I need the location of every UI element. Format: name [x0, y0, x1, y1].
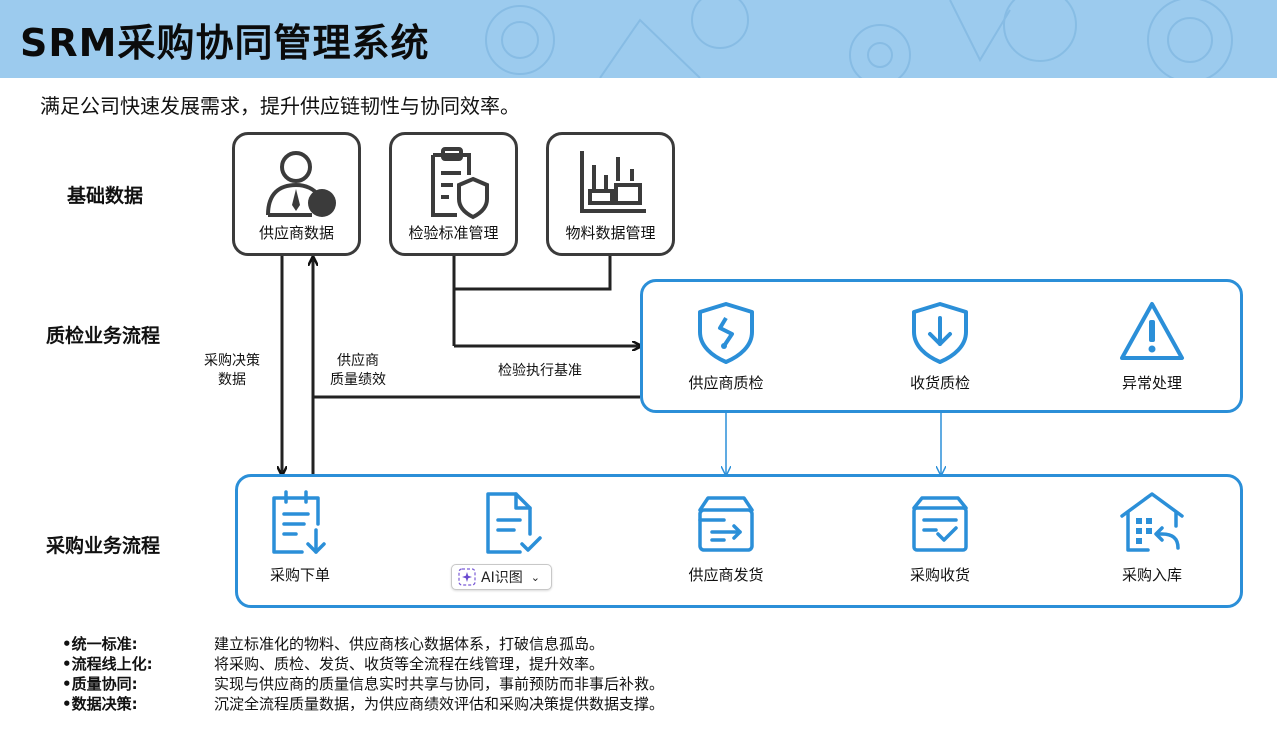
node-label: 收货质检: [909, 374, 970, 392]
shield-down-icon: [912, 302, 968, 364]
page-title: SRM采购协同管理系统: [20, 21, 430, 65]
clipboard-shield-icon: [431, 147, 489, 220]
node-purchase-receiving[interactable]: 采购收货: [880, 490, 1000, 585]
row-label-purchase: 采购业务流程: [46, 535, 161, 557]
node-receiving-qc[interactable]: 收货质检: [880, 300, 1000, 393]
note-text: 建立标准化的物料、供应商核心数据体系，打破信息孤岛。: [214, 635, 605, 653]
node-exception-handling[interactable]: 异常处理: [1092, 300, 1212, 393]
card-inspection-standard[interactable]: 检验标准管理: [389, 132, 518, 256]
row-label-qc: 质检业务流程: [46, 325, 161, 347]
document-check-icon: [486, 492, 542, 554]
user-icon: [266, 151, 336, 217]
flow-label-performance: 供应商 质量绩效: [322, 352, 394, 390]
flow-label-decision: 采购决策 数据: [196, 352, 268, 390]
sparkle-icon: [458, 568, 476, 586]
note-item: •流程线上化: 将采购、质检、发货、收货等全流程在线管理，提升效率。: [62, 654, 664, 674]
flow-label-decision-line2: 数据: [218, 372, 246, 388]
card-label: 检验标准管理: [408, 224, 499, 242]
node-label: 采购入库: [1121, 566, 1182, 584]
notes-list: •统一标准: 建立标准化的物料、供应商核心数据体系，打破信息孤岛。 •流程线上化…: [62, 634, 664, 714]
chevron-down-icon: ⌄: [530, 570, 540, 584]
card-material-data[interactable]: 物料数据管理: [546, 132, 675, 256]
ai-button-label: AI识图: [481, 570, 523, 586]
note-item: •质量协同: 实现与供应商的质量信息实时共享与协同，事前预防而非事后补救。: [62, 674, 664, 694]
note-item: •数据决策: 沉淀全流程质量数据，为供应商绩效评估和采购决策提供数据支撑。: [62, 694, 664, 714]
node-purchase-order[interactable]: 采购下单: [240, 490, 360, 585]
shield-zigzag-icon: [698, 302, 754, 364]
warehouse-icon: [1120, 492, 1184, 552]
node-warehousing[interactable]: 采购入库: [1092, 490, 1212, 585]
node-supplier-qc[interactable]: 供应商质检: [666, 300, 786, 393]
note-item: •统一标准: 建立标准化的物料、供应商核心数据体系，打破信息孤岛。: [62, 634, 664, 654]
page-subtitle: 满足公司快速发展需求，提升供应链韧性与协同效率。: [40, 94, 520, 118]
flow-label-decision-line1: 采购决策: [204, 353, 260, 369]
note-text: 实现与供应商的质量信息实时共享与协同，事前预防而非事后补救。: [214, 675, 665, 693]
row-label-base: 基础数据: [67, 185, 144, 207]
node-label: 异常处理: [1121, 374, 1182, 392]
header-banner: SRM采购协同管理系统: [0, 0, 1277, 78]
warning-icon: [1120, 302, 1184, 360]
node-document-review[interactable]: [452, 490, 572, 556]
flow-label-performance-line2: 质量绩效: [330, 372, 386, 388]
card-supplier-data[interactable]: 供应商数据: [232, 132, 361, 256]
tray-check-icon: [912, 496, 968, 552]
note-text: 将采购、质检、发货、收货等全流程在线管理，提升效率。: [214, 655, 605, 673]
node-label: 供应商发货: [688, 566, 764, 584]
node-label: 采购下单: [269, 566, 330, 584]
card-label: 物料数据管理: [565, 224, 656, 242]
note-key: •统一标准:: [62, 635, 138, 653]
node-supplier-shipping[interactable]: 供应商发货: [666, 490, 786, 585]
qc-flow-panel: [640, 279, 1243, 413]
note-key: •数据决策:: [62, 695, 138, 713]
box-icon: [698, 496, 754, 552]
note-text: 沉淀全流程质量数据，为供应商绩效评估和采购决策提供数据支撑。: [214, 695, 665, 713]
node-label: 采购收货: [909, 566, 970, 584]
node-label: 供应商质检: [688, 374, 764, 392]
note-key: •质量协同:: [62, 675, 138, 693]
bar-chart-icon: [580, 151, 646, 213]
ai-recognize-button[interactable]: AI识图 ⌄: [451, 564, 552, 590]
flow-label-inspection-basis: 检验执行基准: [498, 363, 582, 379]
card-label: 供应商数据: [258, 224, 334, 242]
note-key: •流程线上化:: [62, 655, 153, 673]
flow-label-performance-line1: 供应商: [337, 353, 379, 369]
gear-pattern-decoration: [485, 0, 1233, 78]
order-icon: [272, 490, 326, 554]
